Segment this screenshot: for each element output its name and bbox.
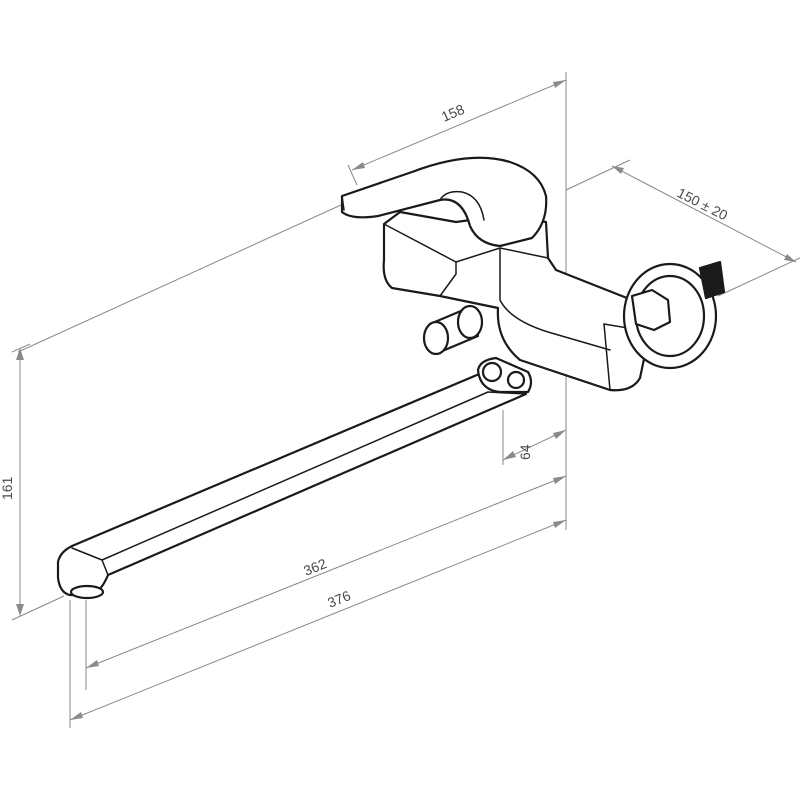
dimension-64-label: 64 — [517, 444, 533, 460]
hex-nut — [630, 288, 672, 332]
spout — [56, 370, 528, 597]
lever-handle — [340, 156, 548, 248]
threaded-pipe — [698, 260, 726, 300]
dimension-158-label: 158 — [439, 101, 467, 125]
dimension-158-line — [351, 79, 567, 171]
dimension-161-label: 161 — [0, 476, 15, 500]
dimension-150-line — [611, 165, 797, 263]
dimension-362-label: 362 — [301, 555, 329, 579]
dimension-362-line — [85, 475, 567, 669]
dimension-lines — [11, 72, 800, 728]
faucet-body — [56, 156, 726, 600]
dimension-376-line — [69, 519, 567, 721]
dimension-150-label: 150 ± 20 — [675, 184, 731, 223]
